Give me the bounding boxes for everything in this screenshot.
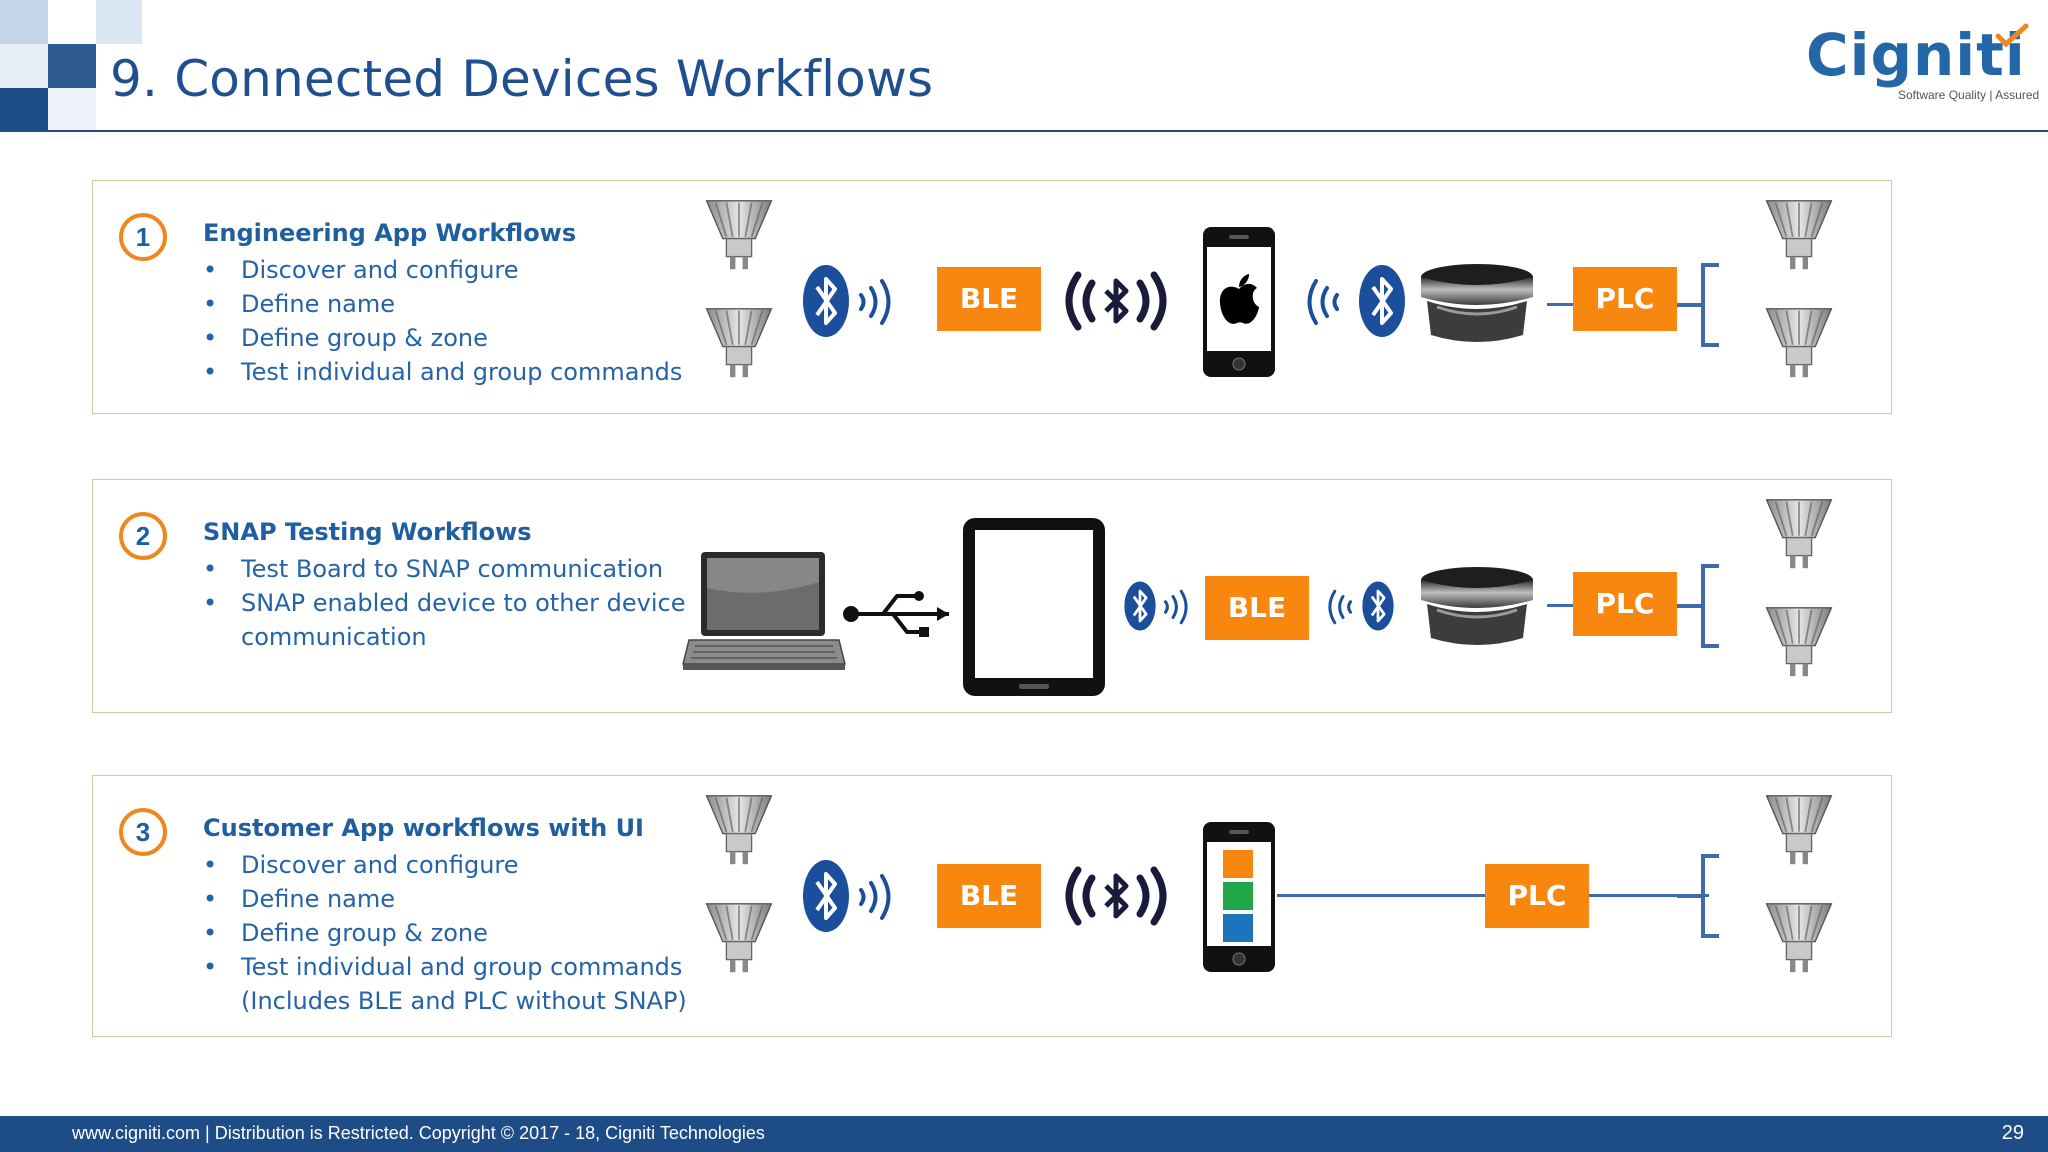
list-item: Define name bbox=[203, 882, 687, 916]
checkmark-icon bbox=[1995, 23, 2029, 48]
plc-label: PLC bbox=[1573, 572, 1677, 636]
logo-wordmark: Cigniti bbox=[1806, 21, 2026, 89]
list-item: Test Board to SNAP communication bbox=[203, 552, 686, 586]
light-bulb-icon bbox=[1763, 197, 1835, 273]
apple-icon bbox=[1219, 274, 1259, 324]
light-bulb-icon bbox=[1763, 604, 1835, 680]
light-bulb-icon bbox=[703, 900, 775, 976]
list-item: Define group & zone bbox=[203, 916, 687, 950]
app-tile-orange bbox=[1223, 850, 1253, 878]
list-item-continuation: (Includes BLE and PLC without SNAP) bbox=[241, 987, 687, 1015]
step-number-badge: 1 bbox=[119, 213, 167, 261]
light-bulb-icon bbox=[1763, 792, 1835, 868]
signal-waves-icon bbox=[1303, 277, 1343, 327]
workflow-steps-list: Discover and configure Define name Defin… bbox=[203, 253, 682, 389]
footer-copyright: www.cigniti.com | Distribution is Restri… bbox=[72, 1123, 765, 1143]
logo-tagline: Software Quality | Assured bbox=[1898, 88, 2040, 102]
list-item: Discover and configure bbox=[203, 253, 682, 287]
ble-label: BLE bbox=[1205, 576, 1309, 640]
bluetooth-icon bbox=[1361, 580, 1395, 632]
workflow-panel-engineering: 1 Engineering App Workflows Discover and… bbox=[92, 180, 1892, 414]
signal-waves-icon bbox=[855, 872, 895, 922]
page-number: 29 bbox=[2001, 1122, 2024, 1144]
light-bulb-icon bbox=[703, 792, 775, 868]
title-divider bbox=[48, 130, 2048, 132]
signal-waves-icon bbox=[1161, 588, 1191, 626]
bracket-connector bbox=[1677, 564, 1737, 648]
bluetooth-icon bbox=[1357, 263, 1407, 339]
bluetooth-icon bbox=[801, 263, 851, 339]
plc-label: PLC bbox=[1485, 864, 1589, 928]
ble-label: BLE bbox=[937, 864, 1041, 928]
snap-hub-icon bbox=[1417, 564, 1537, 648]
bluetooth-icon bbox=[1123, 580, 1157, 632]
bracket-connector bbox=[1677, 854, 1737, 938]
light-bulb-icon bbox=[703, 305, 775, 381]
workflow-steps-list: Test Board to SNAP communication SNAP en… bbox=[203, 552, 686, 654]
list-item: Define name bbox=[203, 287, 682, 321]
step-number-badge: 2 bbox=[119, 512, 167, 560]
ble-label: BLE bbox=[937, 267, 1041, 331]
bluetooth-icon bbox=[801, 858, 851, 934]
list-item: Test individual and group commands bbox=[203, 950, 687, 984]
connector-line bbox=[1589, 894, 1709, 897]
bluetooth-signal-icon bbox=[1055, 856, 1177, 936]
connector-line bbox=[1547, 604, 1573, 607]
light-bulb-icon bbox=[1763, 900, 1835, 976]
workflow-heading: SNAP Testing Workflows bbox=[203, 518, 532, 546]
bluetooth-signal-icon bbox=[1055, 261, 1177, 341]
signal-waves-icon bbox=[855, 277, 895, 327]
list-item: Discover and configure bbox=[203, 848, 687, 882]
footer-bar: www.cigniti.com | Distribution is Restri… bbox=[0, 1116, 2048, 1152]
header-decoration bbox=[0, 0, 160, 134]
list-item-continuation: communication bbox=[241, 623, 427, 651]
signal-waves-icon bbox=[1325, 588, 1355, 626]
page-title: 9. Connected Devices Workflows bbox=[110, 50, 934, 108]
light-bulb-icon bbox=[703, 197, 775, 273]
laptop-icon bbox=[682, 552, 846, 670]
step-number-badge: 3 bbox=[119, 808, 167, 856]
workflow-steps-list: Discover and configure Define name Defin… bbox=[203, 848, 687, 1018]
usb-icon bbox=[843, 591, 949, 637]
workflow-panel-customer-app: 3 Customer App workflows with UI Discove… bbox=[92, 775, 1892, 1037]
snap-hub-icon bbox=[1417, 261, 1537, 345]
plc-label: PLC bbox=[1573, 267, 1677, 331]
list-item: Test individual and group commands bbox=[203, 355, 682, 389]
tablet-icon bbox=[963, 518, 1105, 696]
workflow-panel-snap-testing: 2 SNAP Testing Workflows Test Board to S… bbox=[92, 479, 1892, 713]
list-item: Define group & zone bbox=[203, 321, 682, 355]
light-bulb-icon bbox=[1763, 496, 1835, 572]
list-item: SNAP enabled device to other device bbox=[203, 586, 686, 620]
connector-line bbox=[1277, 894, 1487, 897]
bracket-connector bbox=[1677, 263, 1737, 347]
light-bulb-icon bbox=[1763, 305, 1835, 381]
workflow-heading: Customer App workflows with UI bbox=[203, 814, 644, 842]
workflow-heading: Engineering App Workflows bbox=[203, 219, 577, 247]
connector-line bbox=[1547, 303, 1573, 306]
app-tile-green bbox=[1223, 882, 1253, 910]
cigniti-logo: Cigniti Software Quality | Assured bbox=[1806, 21, 2040, 106]
app-tile-blue bbox=[1223, 914, 1253, 942]
